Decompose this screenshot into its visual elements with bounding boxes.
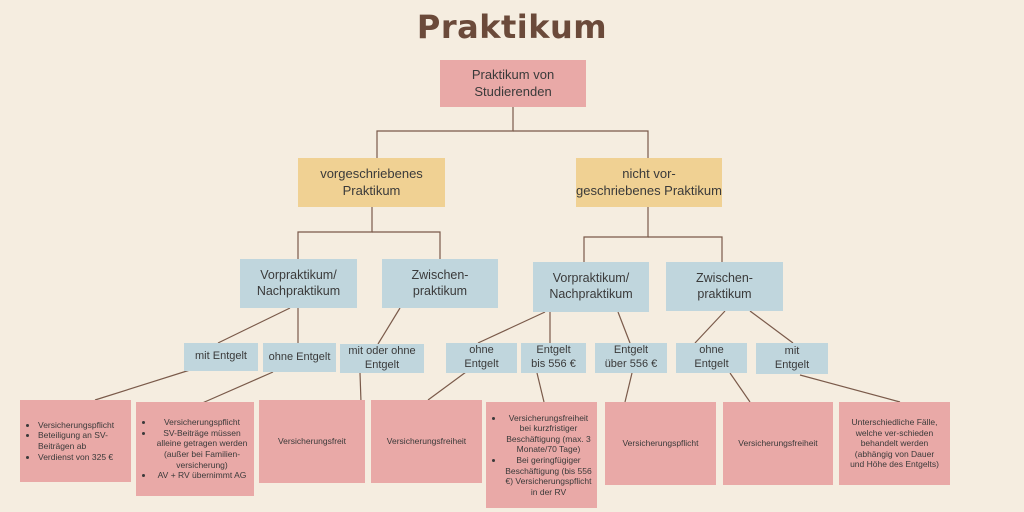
- leaf-item: Verdienst von 325 €: [38, 452, 127, 463]
- leaf-list: Versicherungsfreiheit bei kurzfristiger …: [486, 413, 597, 498]
- leaf-list: Versicherungspflicht SV-Beiträge müssen …: [136, 417, 254, 481]
- root-node-label: Praktikum von Studierenden: [471, 67, 555, 99]
- leaf-item: Beteiligung an SV-Beiträgen ab: [38, 430, 127, 451]
- connector-c-c3: [617, 311, 631, 344]
- connector-d2-l8: [799, 374, 901, 403]
- node-label: Entgelt über 556 €: [604, 344, 658, 370]
- leaf-label: Versicherungspflicht: [622, 438, 699, 449]
- root-node: Praktikum von Studierenden: [440, 60, 586, 107]
- leaf-label: Versicherungsfreiheit: [738, 438, 818, 449]
- node-label: mit Entgelt: [774, 344, 810, 371]
- leaf-label: Versicherungsfreit: [277, 436, 347, 447]
- node-label: Zwischen- praktikum: [411, 267, 469, 298]
- node-ohne-entgelt-c: ohne Entgelt: [446, 343, 517, 373]
- node-label: Vorpraktikum/ Nachpraktikum: [256, 267, 341, 298]
- connector-root-right: [513, 130, 649, 158]
- connector-c1-l4: [427, 371, 467, 401]
- connector-a-a1: [217, 307, 291, 344]
- node-entgelt-bis-556: Entgelt bis 556 €: [521, 343, 586, 373]
- connector-l1-left: [297, 207, 373, 259]
- node-label: ohne Entgelt: [694, 344, 729, 370]
- leaf-versicherungspflicht-beteiligung: Versicherungspflicht Beteiligung an SV-B…: [20, 400, 131, 482]
- connector-c3-l6: [624, 372, 633, 403]
- connector-c-c1: [477, 311, 546, 344]
- connector-a2-l2: [199, 371, 274, 405]
- leaf-item: (außer bei Familien-versicherung): [163, 449, 241, 470]
- connector-root: [376, 107, 514, 158]
- connector-l1-right: [583, 207, 649, 262]
- node-label: ohne Entgelt: [268, 350, 331, 363]
- connector-d-d1: [694, 310, 726, 344]
- connector-d1-l7: [729, 372, 751, 403]
- node-nicht-vorgeschriebenes-praktikum: nicht vor- geschriebenes Praktikum: [576, 158, 722, 207]
- leaf-versicherungsfreiheit-c: Versicherungsfreiheit: [371, 400, 482, 483]
- node-ohne-entgelt-a: ohne Entgelt: [263, 343, 336, 372]
- node-entgelt-ueber-556: Entgelt über 556 €: [595, 343, 667, 373]
- node-label: mit Entgelt: [195, 350, 247, 363]
- connector-l1-left-b: [372, 231, 441, 259]
- leaf-item: AV + RV übernimmt AG: [154, 470, 250, 481]
- node-label: mit oder ohne Entgelt: [348, 344, 416, 371]
- node-ohne-entgelt-d: ohne Entgelt: [676, 343, 747, 373]
- node-label: Vorpraktikum/ Nachpraktikum: [549, 271, 633, 301]
- leaf-versicherungsfreiheit-d: Versicherungsfreiheit: [723, 402, 833, 485]
- node-mit-oder-ohne-entgelt: mit oder ohne Entgelt: [340, 344, 424, 373]
- leaf-versicherungspflicht-c: Versicherungspflicht: [605, 402, 716, 485]
- page-title: Praktikum: [416, 8, 608, 46]
- leaf-unterschiedliche-faelle: Unterschiedliche Fälle, welche ver-schie…: [839, 402, 950, 485]
- leaf-label: Unterschiedliche Fälle, welche ver-schie…: [850, 416, 939, 470]
- connector-a1-l1: [94, 369, 191, 401]
- connector-c2-l5: [536, 372, 545, 403]
- leaf-kurzfristige-geringfuegige: Versicherungsfreiheit bei kurzfristiger …: [486, 402, 597, 508]
- leaf-item: Versicherungspflicht: [38, 420, 127, 431]
- node-mit-entgelt-d: mit Entgelt: [756, 343, 828, 374]
- leaf-item: Versicherungsfreiheit bei kurzfristiger …: [504, 413, 593, 456]
- node-vorpraktikum-nachpraktikum-right: Vorpraktikum/ Nachpraktikum: [533, 262, 649, 312]
- connector-d-d2: [749, 310, 794, 344]
- leaf-label: Versicherungsfreiheit: [386, 436, 467, 447]
- node-label: nicht vor- geschriebenes Praktikum: [576, 166, 722, 198]
- node-label: ohne Entgelt: [464, 344, 499, 370]
- leaf-versicherungsfreit: Versicherungsfreit: [259, 400, 365, 483]
- leaf-list: Versicherungspflicht Beteiligung an SV-B…: [20, 420, 131, 463]
- leaf-sv-beitraege-alleine: Versicherungspflicht SV-Beiträge müssen …: [136, 402, 254, 496]
- node-label: vorgeschriebenes Praktikum: [320, 166, 423, 198]
- connector-b-b1: [377, 307, 401, 345]
- node-vorgeschriebenes-praktikum: vorgeschriebenes Praktikum: [298, 158, 445, 207]
- node-label: Entgelt bis 556 €: [531, 344, 576, 370]
- node-zwischenpraktikum-right: Zwischen- praktikum: [666, 262, 783, 311]
- leaf-item: Versicherungspflicht: [154, 417, 250, 428]
- connector-l1-right-d: [648, 236, 723, 262]
- leaf-item: SV-Beiträge müssen alleine getragen werd…: [154, 428, 250, 449]
- node-vorpraktikum-nachpraktikum-left: Vorpraktikum/ Nachpraktikum: [240, 259, 357, 308]
- leaf-item: Bei geringfügiger Beschäftigung (bis 556…: [504, 455, 593, 498]
- node-mit-entgelt-a: mit Entgelt: [184, 343, 258, 371]
- node-label: Zwischen- praktikum: [696, 270, 753, 301]
- connector-b1-l3: [359, 372, 362, 403]
- node-zwischenpraktikum-left: Zwischen- praktikum: [382, 259, 498, 308]
